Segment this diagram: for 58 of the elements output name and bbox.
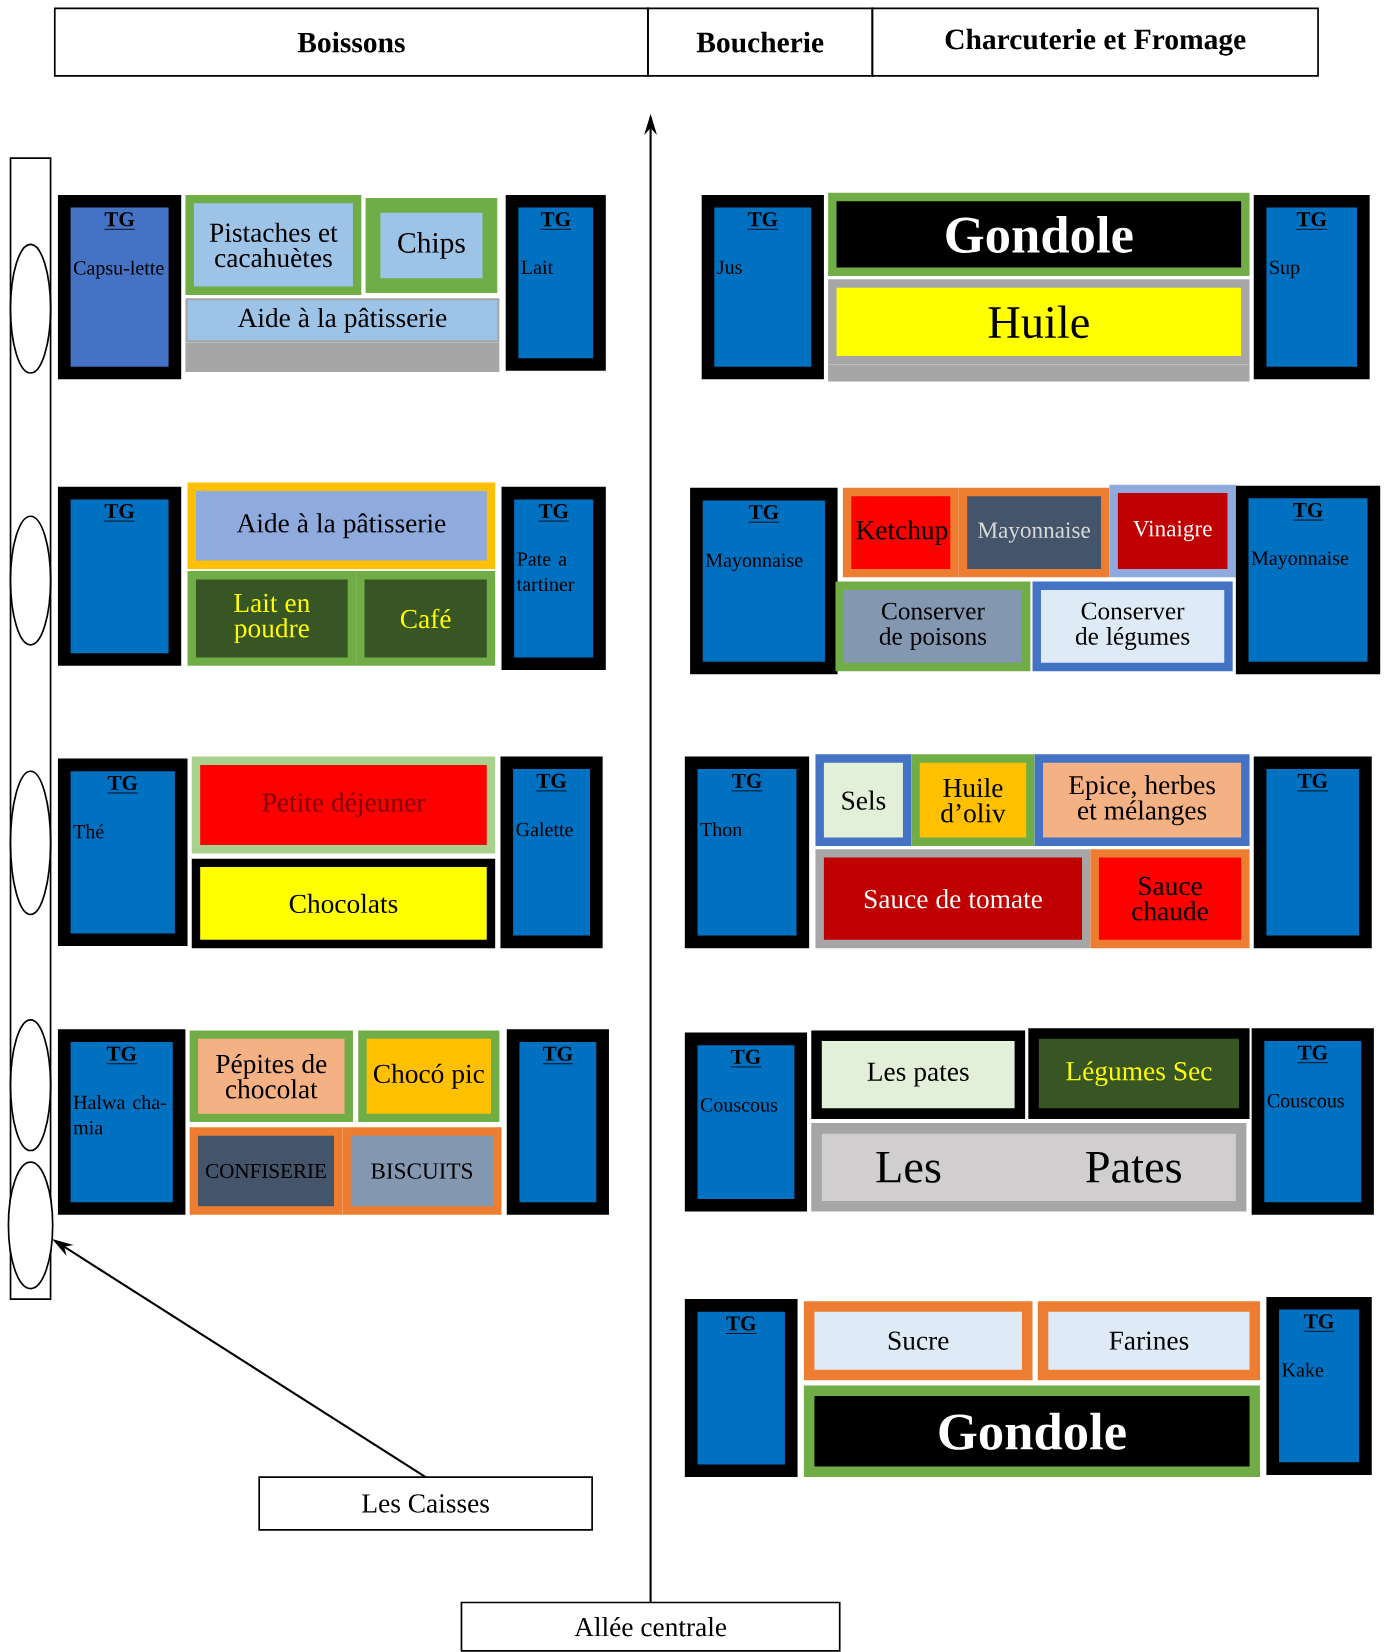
shelf-section: Sels: [815, 754, 912, 847]
shelf-section: Conserver de poisons: [835, 581, 1031, 672]
shelf-section: Sucre: [804, 1301, 1033, 1381]
shelf-section: Huile: [828, 279, 1250, 365]
end-cap-shelf: TG Sup: [1253, 194, 1370, 380]
shelf-section: Petite déjeuner: [191, 756, 496, 854]
end-cap-shelf: TG Pate a tartiner: [501, 486, 606, 671]
header-box: Boucherie: [647, 7, 874, 77]
end-cap-shelf: TG: [506, 1029, 610, 1215]
end-cap-shelf: TG Kake: [1266, 1296, 1372, 1475]
end-cap-shelf: TG Mayonnaise: [690, 487, 838, 675]
shelf-section: Sauce de tomate: [815, 849, 1091, 949]
shelf-section: Lait en poudre: [187, 571, 357, 666]
label-box: Les Caisses: [258, 1476, 594, 1531]
checkout-counter: [9, 770, 52, 916]
shelf-section: Les Pates: [811, 1123, 1247, 1212]
shelf-section: Pépites de chocolat: [189, 1030, 354, 1123]
shelf-section: BISCUITS: [342, 1127, 502, 1215]
shelf-section: Légumes Sec: [1028, 1028, 1250, 1119]
end-cap-shelf: TG: [685, 1299, 798, 1478]
end-cap-shelf: TG Mayonnaise: [1236, 485, 1381, 675]
shelf-section: Vinaigre: [1109, 484, 1237, 578]
end-cap-shelf: TG: [1253, 756, 1372, 949]
end-cap-shelf: TG Lait: [505, 194, 606, 371]
shelf-section: Huile d’oliv: [911, 754, 1035, 847]
end-cap-shelf: TG Galette: [500, 756, 603, 949]
shelf-section: Les pates: [811, 1030, 1026, 1119]
shelf-section: Mayonnaise: [958, 487, 1110, 578]
shelf-section: Café: [356, 571, 496, 666]
shelf-section: Farines: [1037, 1301, 1261, 1381]
shelf-section: Chips: [365, 198, 498, 293]
end-cap-shelf: TG Thé: [58, 758, 188, 947]
shelf-section: Pistaches et cacahuètes: [185, 194, 362, 295]
end-cap-shelf: TG Couscous: [685, 1032, 808, 1212]
shelf-section: Gondole: [828, 192, 1250, 277]
end-cap-shelf: TG Thon: [685, 756, 810, 949]
header-box: Charcuterie et Fromage: [871, 7, 1320, 77]
shelf-section: Chocó pic: [358, 1030, 500, 1123]
shelf-section: Sauce chaude: [1090, 849, 1250, 949]
shelf-section: Epice, herbes et mélanges: [1034, 754, 1250, 847]
shelf-section: Aide à la pâtisserie: [185, 298, 500, 343]
shelf-section: Aide à la pâtisserie: [187, 482, 496, 569]
shelf-section: Ketchup: [843, 487, 959, 578]
shelf-section: Gondole: [804, 1385, 1261, 1478]
end-cap-shelf: TG Jus: [701, 194, 825, 380]
end-cap-shelf: TG: [58, 486, 182, 666]
shelf-section: Conserver de légumes: [1032, 581, 1233, 672]
shelf-section: CONFISERIE: [189, 1127, 343, 1215]
label-box: Allée centrale: [460, 1601, 841, 1652]
header-box: Boissons: [54, 7, 649, 77]
end-cap-shelf: TG Halwa cha-mia: [58, 1029, 186, 1215]
checkout-counter: [9, 1019, 52, 1152]
end-cap-shelf: TG Capsu-lette: [58, 194, 182, 380]
end-cap-shelf: TG Couscous: [1251, 1028, 1375, 1215]
checkout-counter: [9, 515, 52, 646]
shelf-section: Chocolats: [191, 858, 496, 949]
checkout-counter: [9, 243, 52, 374]
checkout-counter: [7, 1161, 54, 1290]
